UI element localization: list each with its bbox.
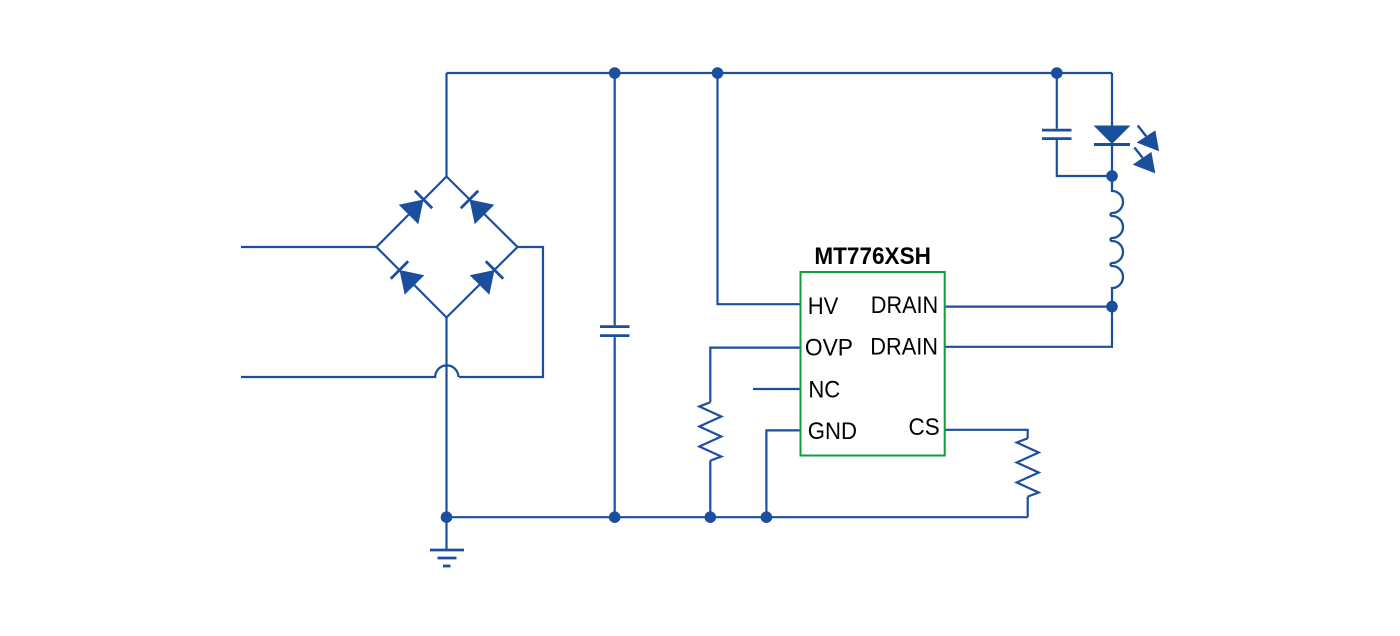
svg-text:MT776XSH: MT776XSH	[814, 243, 931, 270]
svg-text:HV: HV	[808, 293, 839, 320]
svg-text:DRAIN: DRAIN	[871, 292, 938, 319]
svg-text:OVP: OVP	[805, 335, 853, 362]
svg-text:CS: CS	[909, 414, 940, 441]
svg-text:DRAIN: DRAIN	[870, 334, 938, 361]
svg-text:GND: GND	[808, 418, 857, 445]
svg-text:NC: NC	[808, 376, 840, 403]
